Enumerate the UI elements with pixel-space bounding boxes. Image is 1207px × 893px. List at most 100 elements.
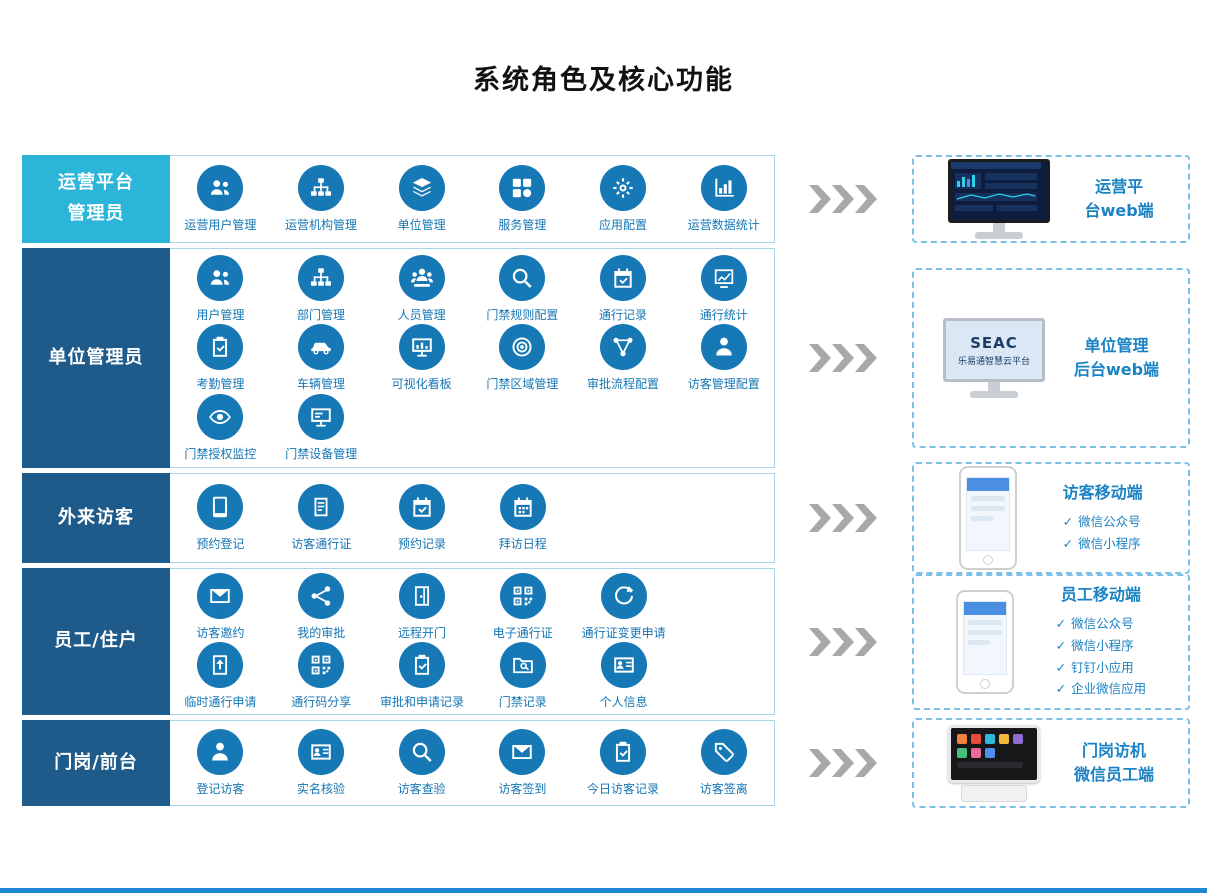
role-label-line: 员工/住户 — [54, 630, 138, 652]
feature-item: 拜访日程 — [472, 484, 573, 552]
smartphone-icon — [959, 466, 1018, 570]
role-label: 门岗/前台 — [22, 720, 170, 806]
feature-label: 运营用户管理 — [184, 218, 257, 232]
device-title: 单位管理后台web端 — [1073, 336, 1160, 379]
orgtree-icon — [298, 165, 344, 211]
feature-label: 预约登记 — [196, 537, 245, 551]
feature-label: 应用配置 — [599, 218, 648, 232]
feature-label: 通行证变更申请 — [581, 626, 666, 641]
users-icon — [197, 254, 244, 301]
feature-label: 可视化看板 — [391, 377, 452, 391]
idcard-icon — [600, 641, 647, 688]
check-icon: ✓ — [1055, 615, 1067, 631]
feature-item: 运营用户管理 — [170, 165, 271, 233]
role-label: 员工/住户 — [22, 568, 170, 715]
gear-icon — [600, 165, 647, 211]
feature-label: 门禁设备管理 — [285, 446, 358, 461]
device-feature-list: ✓微信公众号✓微信小程序 — [1063, 511, 1143, 555]
check-icon: ✓ — [1062, 536, 1074, 551]
search-icon — [499, 254, 546, 301]
dashboard-screen — [951, 162, 1042, 214]
calgrid-icon — [499, 484, 546, 530]
feature-item: 考勤管理 — [170, 324, 271, 392]
door-icon — [398, 573, 445, 620]
idcard-icon — [298, 729, 344, 775]
refresh-icon — [600, 573, 647, 620]
feature-item: 预约登记 — [170, 484, 271, 552]
feature-item: 人员管理 — [371, 254, 472, 323]
flow-arrow — [775, 568, 912, 715]
feature-label: 通行记录 — [599, 307, 648, 322]
feature-label: 预约记录 — [397, 537, 446, 551]
device-title: 门岗访机微信员工端 — [1073, 741, 1154, 784]
monitor-icon — [298, 393, 345, 440]
feature-label: 访客查验 — [397, 782, 446, 796]
feature-label: 通行统计 — [699, 307, 748, 322]
feature-item: 门禁授权监控 — [170, 393, 271, 462]
feature-item: 临时通行申请 — [170, 641, 271, 710]
feature-item: 预约记录 — [372, 484, 473, 552]
grid-icon — [499, 165, 546, 211]
feature-grid: 预约登记 访客通行证 预约记录 拜访日程 — [170, 473, 775, 563]
check-icon: ✓ — [1055, 681, 1067, 697]
person-icon — [197, 729, 244, 775]
device-feature-list: ✓微信公众号✓微信小程序✓钉钉小应用✓企业微信应用 — [1056, 613, 1147, 701]
phone-icon — [197, 484, 244, 530]
role-label-line: 门岗/前台 — [54, 751, 138, 773]
clipboard-icon — [398, 641, 445, 688]
feature-item: 单位管理 — [371, 165, 472, 233]
docarrow-icon — [197, 641, 244, 688]
feature-label: 访客通行证 — [291, 537, 352, 551]
feature-label: 考勤管理 — [196, 377, 245, 391]
feature-label: 门禁规则配置 — [486, 307, 559, 322]
device-title: 员工移动端 — [1060, 584, 1141, 604]
role-label: 运营平台管理员 — [22, 155, 170, 243]
feature-label: 我的审批 — [297, 626, 346, 641]
check-icon: ✓ — [1055, 659, 1067, 675]
feature-item: 访客管理配置 — [673, 324, 774, 392]
device-title: 访客移动端 — [1062, 483, 1143, 503]
role-label-line: 运营平台 — [58, 172, 134, 194]
feature-label: 远程开门 — [397, 626, 446, 641]
feature-item: 访客签到 — [472, 729, 573, 797]
search-icon — [398, 729, 445, 775]
feature-label: 审批流程配置 — [587, 377, 660, 391]
feature-label: 电子通行证 — [492, 626, 553, 641]
feature-item: 用户管理 — [170, 254, 271, 323]
feature-label: 通行码分享 — [291, 694, 352, 709]
fast-forward-icon — [808, 344, 877, 372]
feature-label: 门禁记录 — [498, 694, 547, 709]
feature-grid: 运营用户管理运营机构管理单位管理服务管理应用配置运营数据统计 — [170, 155, 775, 243]
device-box: 运营平台web端 — [912, 155, 1190, 243]
role-band: 门岗/前台登记访客实名核验访客查验访客签到今日访客记录访客签离门岗访机微信员工端 — [22, 718, 1190, 808]
layers-icon — [398, 165, 445, 211]
envelope-icon — [499, 729, 546, 775]
ticket-icon — [298, 484, 345, 530]
feature-item: 通行码分享 — [271, 641, 372, 710]
orgtree-icon — [298, 254, 344, 301]
feature-grid: 用户管理部门管理人员管理门禁规则配置通行记录通行统计考勤管理车辆管理可视化看板门… — [170, 248, 775, 468]
feature-item: 车辆管理 — [271, 324, 372, 392]
feature-item: 运营机构管理 — [271, 165, 372, 233]
tag-icon — [700, 729, 747, 775]
feature-item: 通行证变更申请 — [573, 573, 674, 641]
feature-item: 个人信息 — [573, 641, 674, 710]
device-feature-item: ✓微信公众号 — [1055, 615, 1134, 631]
calendar-icon — [600, 254, 647, 301]
role-band: 运营平台管理员运营用户管理运营机构管理单位管理服务管理应用配置运营数据统计 运营平… — [22, 155, 1190, 243]
roles-diagram: 运营平台管理员运营用户管理运营机构管理单位管理服务管理应用配置运营数据统计 运营平… — [22, 155, 1190, 808]
dashboard-icon — [398, 324, 445, 370]
calendar-icon — [398, 484, 445, 530]
web-monitor-icon — [948, 159, 1051, 239]
target-icon — [499, 324, 546, 370]
device-feature-item: ✓微信小程序 — [1062, 536, 1141, 551]
feature-label: 登记访客 — [196, 782, 245, 796]
feature-item: 门禁区域管理 — [472, 324, 573, 392]
feature-item: 访客签离 — [673, 729, 774, 797]
feature-item: 访客邀约 — [170, 573, 271, 641]
users-icon — [197, 165, 244, 211]
role-label-line: 外来访客 — [58, 506, 134, 528]
feature-item: 应用配置 — [573, 165, 674, 233]
feature-item: 电子通行证 — [472, 573, 573, 641]
